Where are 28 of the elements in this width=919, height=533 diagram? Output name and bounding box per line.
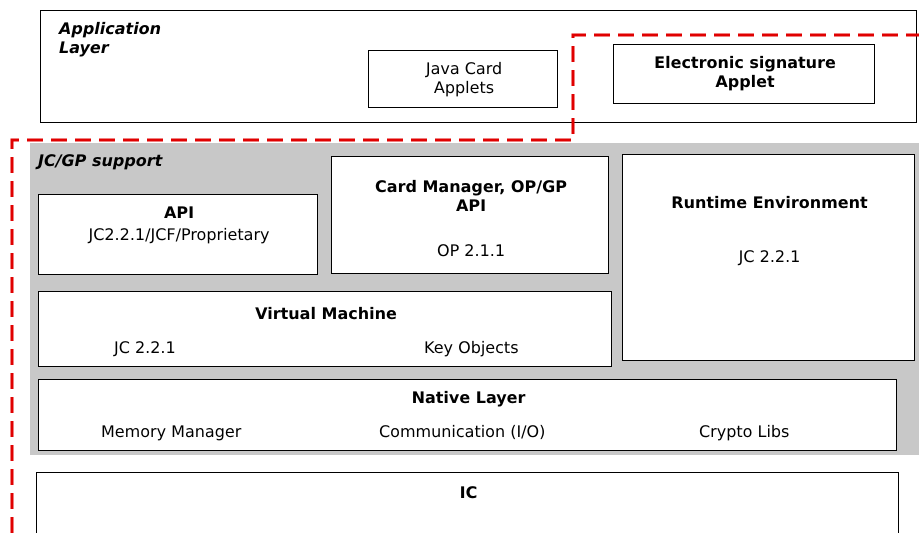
component-title: Java Card Applets	[424, 59, 504, 97]
component-detail: Communication (I/O)	[379, 422, 546, 441]
layer-title: Application Layer	[59, 19, 162, 57]
layer-title: JC/GP support	[38, 151, 162, 170]
component-box	[38, 291, 612, 367]
layer-box	[40, 10, 917, 123]
component-detail: JC 2.2.1	[114, 338, 176, 357]
layer-box	[36, 472, 899, 533]
component-title: Electronic signature Applet	[653, 53, 837, 91]
component-detail: Memory Manager	[101, 422, 242, 441]
component-box	[368, 50, 558, 108]
component-title: Runtime Environment	[670, 193, 869, 212]
component-box	[613, 44, 875, 104]
component-title: Card Manager, OP/GP API	[374, 177, 568, 215]
component-title: IC	[458, 483, 478, 502]
component-box	[331, 156, 609, 274]
component-detail: Key Objects	[424, 338, 519, 357]
component-box	[38, 379, 897, 451]
component-title: Native Layer	[410, 388, 526, 407]
component-box	[38, 194, 318, 275]
component-detail: JC2.2.1/JCF/Proprietary	[86, 225, 270, 244]
component-title: API	[162, 203, 196, 222]
component-detail: JC 2.2.1	[736, 247, 802, 266]
support-band	[30, 143, 919, 455]
component-detail: Crypto Libs	[699, 422, 790, 441]
component-box	[622, 154, 915, 361]
component-detail: OP 2.1.1	[436, 241, 506, 260]
component-title: Virtual Machine	[254, 304, 398, 323]
